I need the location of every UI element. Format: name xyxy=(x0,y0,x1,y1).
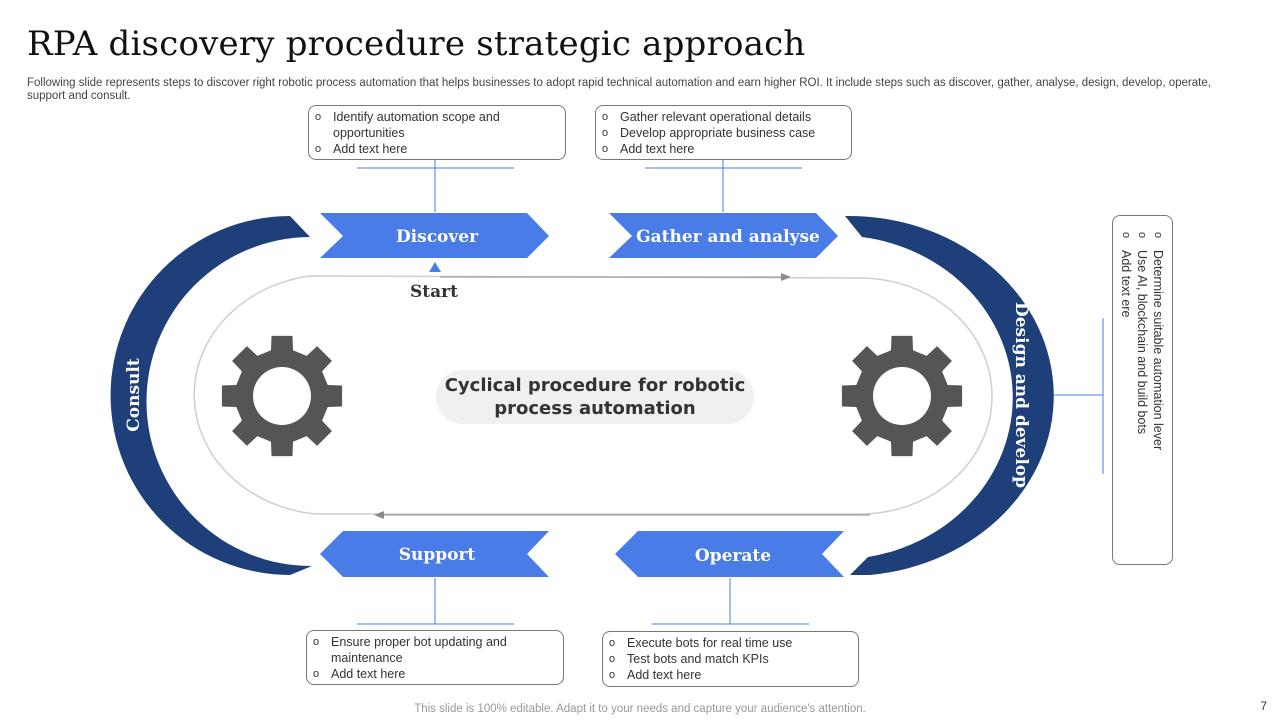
design-details-box: Determine suitable automation lever Use … xyxy=(1112,215,1173,565)
design-develop-arc xyxy=(845,215,1054,576)
support-label: Support xyxy=(399,545,476,565)
operate-label: Operate xyxy=(695,546,771,566)
support-details-box: Ensure proper bot updating and maintenan… xyxy=(306,630,564,685)
list-item: Ensure proper bot updating and maintenan… xyxy=(307,634,555,666)
start-marker xyxy=(429,262,441,272)
list-item: Execute bots for real time use xyxy=(603,635,850,651)
gear-icon xyxy=(221,335,343,457)
list-item: Add text here xyxy=(309,141,557,157)
list-item: Identify automation scope and opportunit… xyxy=(309,109,557,141)
start-label: Start xyxy=(410,282,458,302)
list-item: Add text here xyxy=(596,141,843,157)
page-title: RPA discovery procedure strategic approa… xyxy=(27,24,806,64)
center-label: Cyclical procedure for robotic process a… xyxy=(436,370,754,424)
operate-chevron xyxy=(615,531,844,577)
design-develop-label: Design and develop xyxy=(1011,302,1031,488)
list-item: Test bots and match KPIs xyxy=(603,651,850,667)
discover-chevron xyxy=(320,213,549,258)
gear-icon xyxy=(841,335,963,457)
page-number: 7 xyxy=(1260,699,1267,713)
page-subtitle: Following slide represents steps to disc… xyxy=(27,77,1211,102)
list-item: Add text here xyxy=(603,667,850,683)
list-item: Add text here xyxy=(307,666,555,682)
discover-details-box: Identify automation scope and opportunit… xyxy=(308,105,566,160)
operate-details-box: Execute bots for real time use Test bots… xyxy=(602,631,859,687)
support-chevron xyxy=(320,531,549,577)
list-item: Develop appropriate business case xyxy=(596,125,843,141)
gather-details-box: Gather relevant operational details Deve… xyxy=(595,105,852,160)
consult-label: Consult xyxy=(124,358,144,432)
list-item: Use AI, blockchain and build bots xyxy=(1134,226,1150,554)
discover-label: Discover xyxy=(396,227,479,247)
consult-arc xyxy=(110,216,312,575)
list-item: Gather relevant operational details xyxy=(596,109,843,125)
list-item: Determine suitable automation lever xyxy=(1150,226,1166,554)
cycle-track xyxy=(193,275,993,515)
list-item: Add text ere xyxy=(1118,226,1134,554)
gather-label: Gather and analyse xyxy=(636,227,820,247)
footer-note: This slide is 100% editable. Adapt it to… xyxy=(414,703,866,715)
gather-chevron xyxy=(609,213,838,258)
